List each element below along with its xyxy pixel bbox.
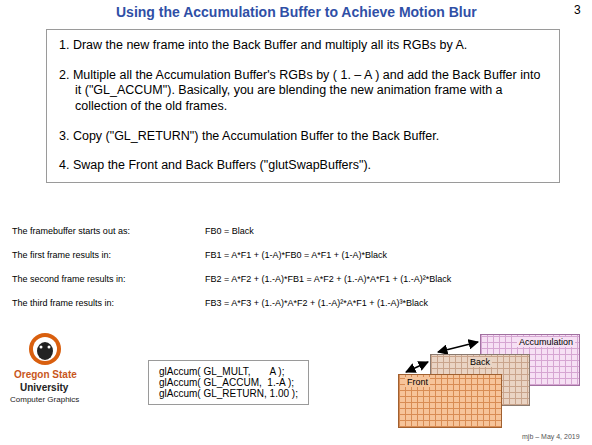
equation-caption: The first frame results in: xyxy=(12,250,111,260)
step-text: 4. Swap the Front and Back Buffers ("glu… xyxy=(59,158,549,174)
equation: FB0 = Black xyxy=(205,226,254,236)
logo-text: Computer Graphics xyxy=(10,395,79,404)
code-line: glAccum( GL_MULT, A ); xyxy=(159,366,298,377)
logo-text: Oregon State xyxy=(14,369,77,380)
logo-eye xyxy=(40,346,43,349)
logo-inner xyxy=(33,337,57,361)
equation-caption: The second frame results in: xyxy=(12,274,126,284)
buffer-arrow xyxy=(438,342,478,352)
buffer-label: Back xyxy=(468,357,492,367)
slide-title: Using the Accumulation Buffer to Achieve… xyxy=(116,4,477,20)
logo-text: University xyxy=(20,382,68,393)
buffer-label: Front xyxy=(405,377,430,387)
buffer-arrow xyxy=(406,362,428,372)
logo-beaver xyxy=(37,342,53,360)
step-text: 1. Draw the new frame into the Back Buff… xyxy=(59,38,549,54)
code-line: glAccum( GL_RETURN, 1.00 ); xyxy=(159,388,298,399)
equation-caption: The framebuffer starts out as: xyxy=(12,226,130,236)
logo-eye xyxy=(48,346,51,349)
code-line: glAccum( GL_ACCUM, 1.-A ); xyxy=(159,377,298,388)
footer-note: mjb – May 4, 2019 xyxy=(520,433,582,440)
step-text: 3. Copy ("GL_RETURN") the Accumulation B… xyxy=(59,129,549,145)
equation: FB1 = A*F1 + (1-A)*FB0 = A*F1 + (1-A)*Bl… xyxy=(205,250,387,260)
front-buffer: Front xyxy=(398,374,502,428)
osu-logo-mark xyxy=(29,333,61,365)
equation-caption: The third frame results in: xyxy=(12,298,114,308)
equation: FB2 = A*F2 + (1.-A)*FB1 = A*F2 + (1.-A)*… xyxy=(205,274,451,284)
logo-disc xyxy=(29,333,61,365)
code-box: glAccum( GL_MULT, A );glAccum( GL_ACCUM,… xyxy=(148,360,309,405)
equation: FB3 = A*F3 + (1.-A)*A*F2 + (1.-A)²*A*F1 … xyxy=(205,298,428,308)
step-text: 2. Multiple all the Accumulation Buffer'… xyxy=(59,68,549,115)
buffer-label: Accumulation xyxy=(517,337,575,347)
steps-box: 1. Draw the new frame into the Back Buff… xyxy=(46,29,560,183)
page-number: 3 xyxy=(574,3,581,17)
